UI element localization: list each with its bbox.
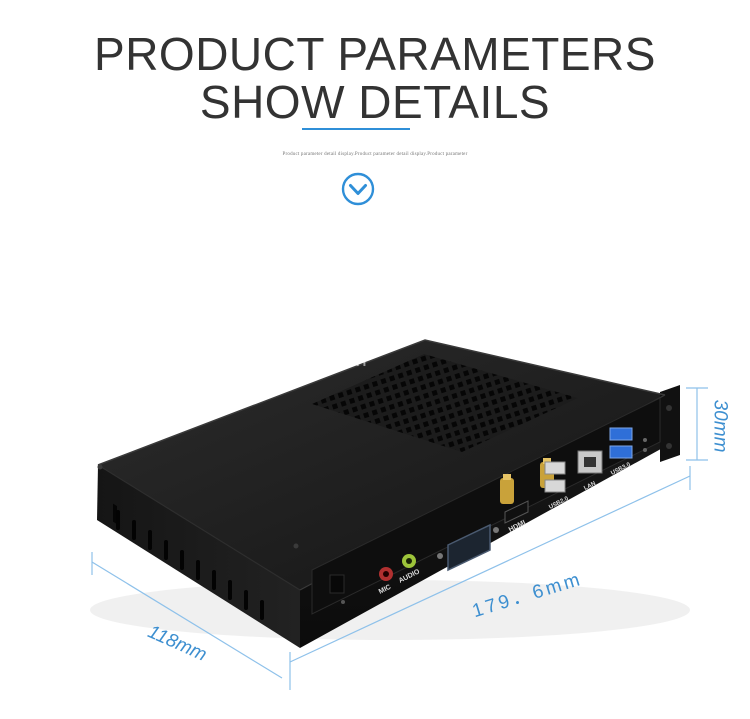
watermark-text: evrtech.com <box>244 346 368 371</box>
page-title-line-1: PRODUCT PARAMETERS <box>94 28 656 80</box>
title-underline <box>302 128 410 130</box>
page-subtitle: Product parameter detail display.Product… <box>282 152 468 157</box>
scroll-down-button[interactable] <box>341 172 375 206</box>
chevron-down-circle-icon <box>341 172 375 206</box>
page-title-line-2: SHOW DETAILS <box>199 76 551 128</box>
dimension-height-label: 30mm <box>709 399 731 453</box>
